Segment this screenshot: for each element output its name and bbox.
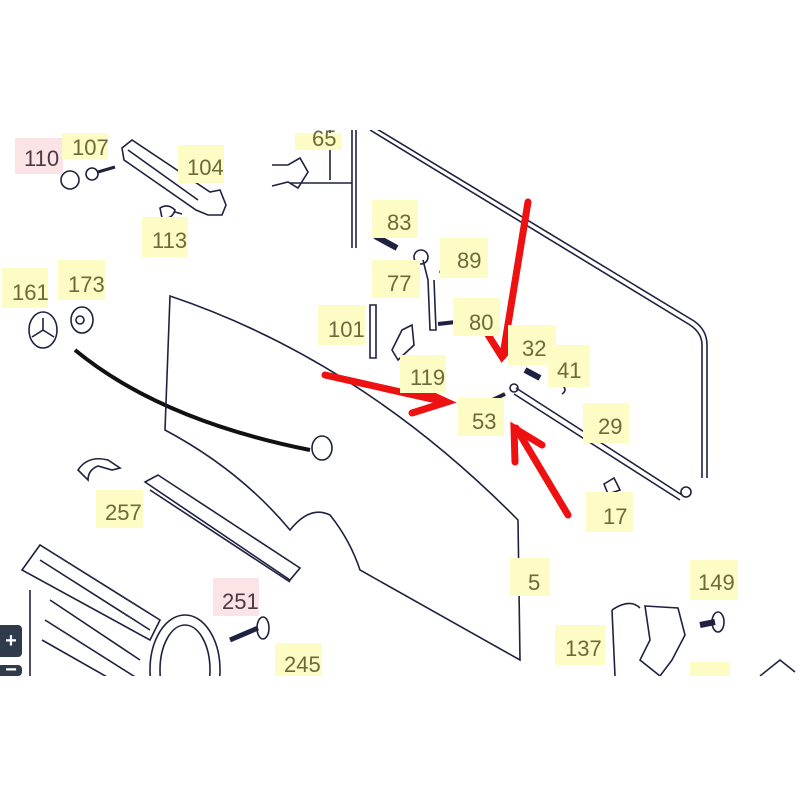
svg-text:113: 113	[152, 228, 187, 253]
callout-77[interactable]: 77	[372, 260, 420, 298]
callout-89[interactable]: 89	[440, 238, 488, 278]
svg-text:137: 137	[565, 636, 602, 661]
svg-text:107: 107	[72, 135, 109, 160]
callout-17[interactable]: 17	[586, 492, 633, 532]
callout-29[interactable]: 29	[583, 403, 629, 443]
svg-text:80: 80	[469, 310, 493, 335]
callout-119[interactable]: 119	[400, 355, 446, 393]
callout-104[interactable]: 104	[178, 145, 224, 183]
svg-text:257: 257	[105, 500, 142, 525]
callout-113[interactable]: 113	[142, 217, 188, 257]
emblem-part	[28, 306, 94, 349]
svg-text:5: 5	[528, 570, 540, 595]
callout-83[interactable]: 83	[372, 200, 418, 238]
front-panel-part	[164, 294, 521, 662]
svg-text:32: 32	[522, 336, 546, 361]
callout-257[interactable]: 257	[96, 490, 143, 528]
svg-text:83: 83	[387, 210, 411, 235]
callout-149[interactable]: 149	[690, 560, 738, 600]
svg-text:29: 29	[598, 414, 622, 439]
red-arrow-bottom	[510, 421, 572, 519]
callout-53[interactable]: 53	[458, 398, 504, 436]
svg-text:245: 245	[284, 652, 321, 677]
callout-137[interactable]: 137	[555, 625, 605, 665]
svg-text:53: 53	[472, 409, 496, 434]
svg-text:104: 104	[187, 155, 224, 180]
zoom-out-button[interactable]: −	[0, 665, 22, 676]
svg-text:65: 65	[312, 126, 336, 151]
callout-101[interactable]: 101	[318, 305, 365, 345]
zoom-in-button[interactable]: +	[0, 625, 22, 657]
radiator-grille-part	[20, 543, 221, 676]
callout-161[interactable]: 161	[2, 268, 49, 308]
svg-text:101: 101	[328, 317, 365, 342]
svg-text:149: 149	[698, 570, 735, 595]
svg-text:17: 17	[603, 504, 627, 529]
callout-251[interactable]: 251	[213, 578, 259, 616]
window-seal-part	[271, 130, 708, 478]
svg-text:119: 119	[410, 365, 445, 390]
trim-strip-part	[76, 457, 302, 583]
svg-text:41: 41	[557, 358, 581, 383]
callout-245[interactable]: 245	[275, 643, 322, 677]
callout-107[interactable]: 107	[62, 133, 109, 160]
callout-173[interactable]: 173	[58, 260, 105, 300]
lock-parts	[611, 602, 796, 676]
callout-65[interactable]: 65	[295, 126, 342, 151]
screw-part	[229, 616, 270, 643]
svg-text:173: 173	[68, 272, 105, 297]
svg-text:89: 89	[457, 248, 481, 273]
svg-text:110: 110	[24, 146, 59, 171]
callout-110[interactable]: 110	[15, 138, 63, 174]
callout-5[interactable]: 5	[510, 558, 550, 596]
svg-text:251: 251	[222, 589, 259, 614]
callout-80[interactable]: 80	[453, 298, 500, 336]
emblem-placement-arrow	[73, 348, 311, 452]
svg-text:77: 77	[387, 271, 411, 296]
callout-41[interactable]: 41	[548, 345, 590, 387]
svg-text:161: 161	[12, 280, 49, 305]
